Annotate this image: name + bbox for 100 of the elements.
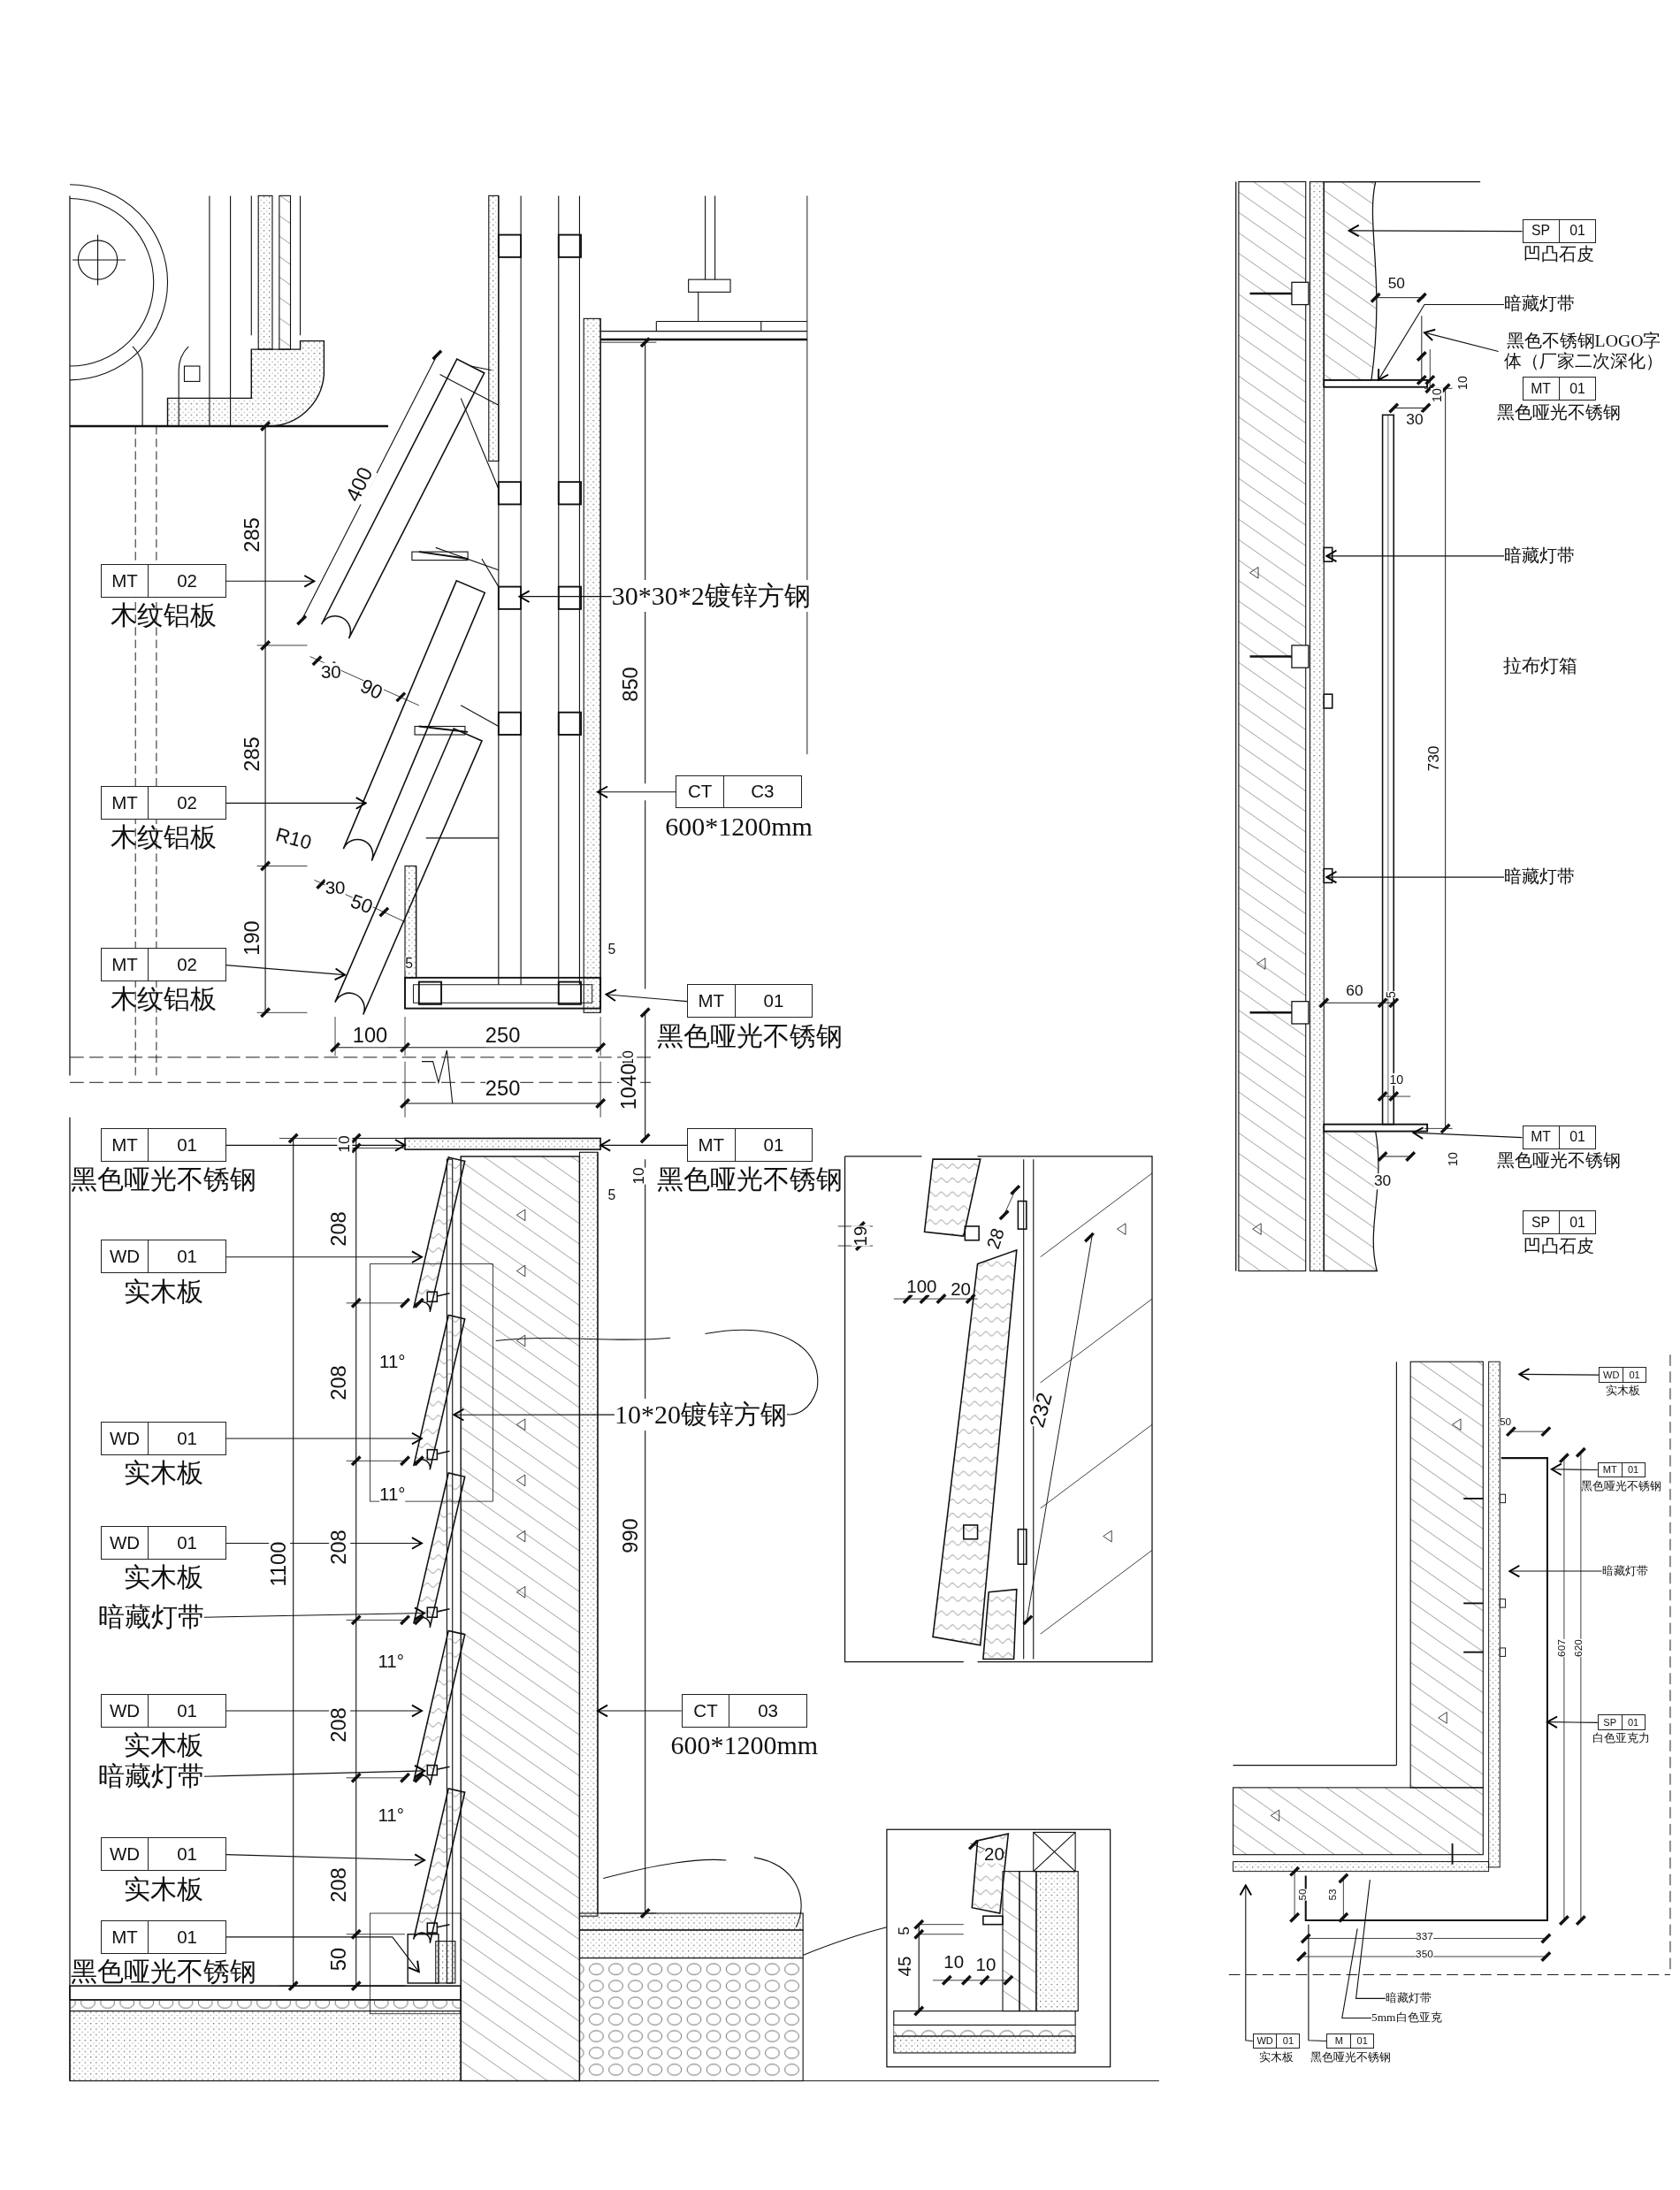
tag-number: 01 [176, 1925, 198, 1949]
tag-code: CT [676, 775, 724, 808]
tag-number: C3 [750, 780, 775, 804]
tag-box [1326, 2033, 1375, 2049]
material-name: 木纹铝板 [110, 822, 217, 853]
tag-number: 01 [176, 1133, 198, 1157]
leader-line [1377, 304, 1505, 381]
tag-number: 03 [757, 1698, 779, 1722]
leader-line [605, 988, 688, 1003]
leader-line [1239, 1884, 1254, 2042]
leader-line [1341, 1927, 1372, 2019]
material-name: 实木板 [123, 1276, 203, 1308]
tag-box [1522, 1210, 1597, 1235]
leader-line [1518, 1368, 1600, 1381]
material-name: 600*1200mm [665, 811, 813, 843]
dimension-text: 337 [1416, 1931, 1433, 1942]
dimension-text: 10 [1446, 1151, 1459, 1166]
tag-box [1522, 218, 1597, 243]
material-name: 黑色哑光不锈钢 [1581, 1478, 1662, 1492]
material-name: 白色亚克力 [1592, 1731, 1651, 1745]
material-name: 黑色哑光不锈钢 [657, 1020, 844, 1052]
tag-box [687, 1128, 813, 1163]
dimension-text: 208 [328, 1706, 350, 1743]
tag-box [100, 1526, 226, 1560]
leader-line [1508, 1564, 1603, 1578]
material-name: 黑色哑光不锈钢 [1497, 401, 1622, 423]
tag-code: SP [1523, 219, 1560, 242]
dimension-text: 1100 [269, 1541, 290, 1587]
tag-number: 01 [1626, 1716, 1640, 1729]
tag-code: MT [101, 787, 149, 820]
callout-text: 10*20镀锌方钢 [614, 1398, 787, 1431]
tag-box [100, 1240, 226, 1274]
dimension-text: 208 [328, 1530, 350, 1565]
leader-line [225, 1936, 420, 1973]
tag-code: WD [101, 1240, 149, 1273]
leader-line [599, 1139, 688, 1152]
leader-line [1355, 1879, 1386, 1999]
tag-box [1522, 377, 1597, 401]
tag-box [1599, 1367, 1647, 1383]
tag-number: 01 [176, 1426, 198, 1450]
tag-number: 02 [176, 953, 198, 977]
tag-code: MT [101, 949, 149, 981]
dimension-text: 10 [337, 1134, 353, 1153]
tag-code: WD [101, 1527, 149, 1560]
callout-text: 暗藏灯带 [1504, 545, 1575, 567]
tag-box [100, 1837, 226, 1872]
callout-text: 暗藏灯带 [1504, 866, 1575, 888]
dimension-text: 50 [1297, 1889, 1309, 1901]
leader-line [1308, 1924, 1327, 2042]
tag-box [1252, 2033, 1301, 2049]
material-name: 实木板 [123, 1457, 203, 1489]
tag-number: 01 [1569, 222, 1586, 240]
tag-code: SP [1598, 1715, 1623, 1729]
material-name: 木纹铝板 [110, 984, 217, 1015]
leader-line [225, 1704, 423, 1718]
tag-number: 01 [1569, 1128, 1586, 1147]
tag-box [100, 1919, 226, 1954]
tag-code: MT [688, 1129, 736, 1162]
tag-box [1597, 1714, 1646, 1730]
leader-line [518, 590, 613, 603]
tag-code: WD [1253, 2034, 1278, 2048]
leader-line [1412, 1126, 1523, 1140]
material-name: 黑色哑光不锈钢 [70, 1164, 256, 1195]
material-name: 凹凸石皮 [1523, 244, 1595, 265]
leader-line [597, 785, 676, 799]
leader-line [225, 1431, 423, 1446]
tag-box [676, 775, 802, 809]
tag-code: CT [682, 1694, 730, 1727]
tag-code: MT [688, 985, 736, 1018]
tag-code: MT [1523, 378, 1560, 401]
dimension-text: 30 [320, 662, 341, 681]
material-name: 实木板 [1259, 2049, 1294, 2064]
tag-number: 01 [176, 1843, 198, 1866]
leader-line [1325, 870, 1505, 884]
leader-line [1550, 1462, 1599, 1477]
material-name: 实木板 [123, 1729, 203, 1761]
tag-number: 01 [1281, 2034, 1295, 2048]
callout-text: 5mm白色亚克 [1371, 2011, 1442, 2026]
tag-number: 01 [1569, 379, 1586, 398]
leader-line [453, 1408, 615, 1422]
tag-number: 01 [176, 1531, 198, 1555]
tag-box [1522, 1125, 1597, 1149]
dimension-text: 11° [379, 1484, 406, 1504]
tag-number: 01 [176, 1245, 198, 1269]
leader-line [1424, 328, 1500, 353]
tag-box [100, 1693, 226, 1728]
dimension-text: 10 [1455, 375, 1469, 390]
leader-line [225, 965, 347, 981]
leader-line [203, 1606, 426, 1620]
tag-number: 01 [762, 1133, 785, 1157]
material-name: 凹凸石皮 [1523, 1235, 1595, 1256]
tag-code: WD [101, 1694, 149, 1727]
callout-text: 暗藏灯带 [1385, 1991, 1432, 2006]
tag-code: M [1327, 2034, 1352, 2048]
leader-line [597, 1704, 683, 1718]
material-name: 黑色哑光不锈钢 [1310, 2049, 1391, 2064]
tag-box [1597, 1461, 1646, 1477]
dimension-text: 5 [405, 956, 414, 971]
dimension-text: 10 [631, 1167, 648, 1185]
tag-code: SP [1523, 1211, 1560, 1234]
